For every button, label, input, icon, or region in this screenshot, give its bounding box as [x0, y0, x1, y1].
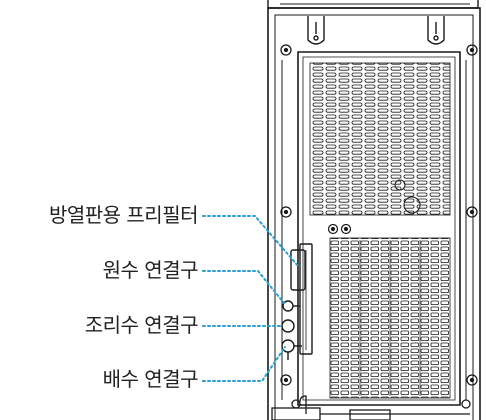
leader-raw-water-connection — [202, 270, 285, 304]
leader-drain-connection — [202, 346, 286, 382]
casing — [267, 7, 481, 420]
label-drain-connection: 배수 연결구 — [102, 367, 199, 391]
top-brackets — [307, 16, 445, 45]
filter-bracket — [290, 243, 313, 355]
leader-lines — [202, 215, 299, 382]
label-heat-vent-filter: 방열판용 프리필터 — [48, 203, 199, 227]
top-cap — [267, 0, 479, 9]
leader-heat-vent-filter — [202, 215, 299, 267]
label-purified-water-connection: 조리수 연결구 — [84, 313, 199, 337]
water-ports — [281, 300, 302, 360]
bottom-feet — [271, 395, 470, 420]
side-screws — [280, 44, 478, 409]
upper-vent — [309, 62, 451, 216]
upper-ports — [327, 223, 352, 235]
lower-grille — [329, 237, 451, 399]
label-raw-water-connection: 원수 연결구 — [102, 258, 199, 282]
